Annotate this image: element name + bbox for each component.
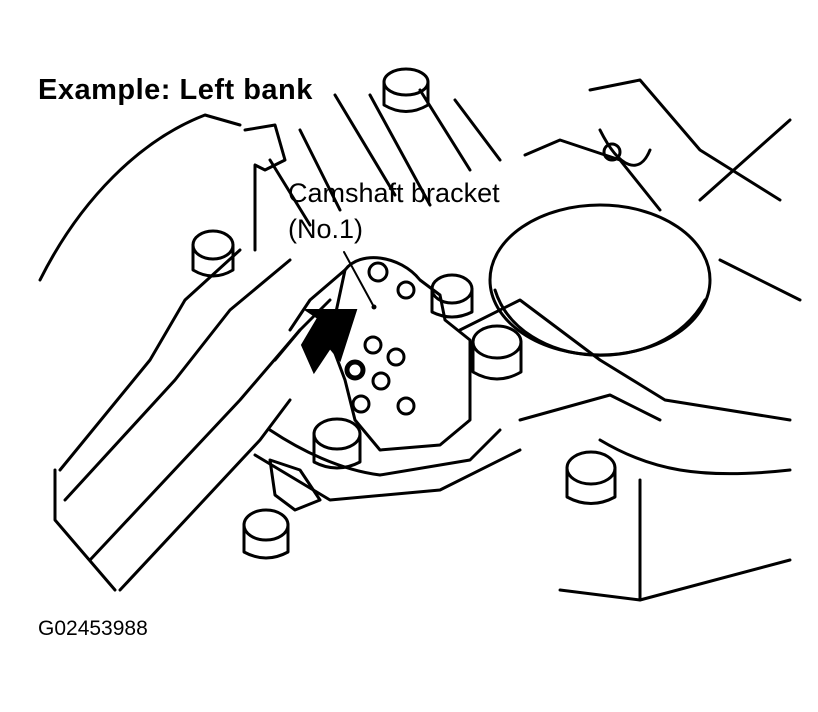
figure-title: Example: Left bank [38, 74, 313, 106]
top-bolt [382, 67, 430, 97]
bolt-lower-3 [242, 508, 290, 542]
valve-cover-right [458, 298, 792, 422]
pointer-arrow [300, 309, 358, 375]
head-gasket-outline [288, 268, 347, 332]
callout-line-2: (No.1) [288, 214, 364, 244]
callout-leader [343, 251, 375, 308]
camshaft-bracket [328, 256, 472, 452]
lower-left-frame [53, 468, 117, 592]
bolt-right-1 [471, 324, 523, 360]
bolt-lower-2 [430, 273, 474, 305]
valve-cover-left-rail-2 [118, 398, 292, 592]
background-rib-5 [298, 128, 342, 212]
cylinder-head-edge-2 [63, 258, 292, 502]
background-rib-1 [333, 93, 397, 197]
background-rib-4 [453, 98, 502, 162]
engine-outline-left [38, 113, 242, 282]
cylinder-head-edge [58, 248, 242, 472]
lower-block [268, 458, 322, 512]
harness-clip [243, 123, 287, 252]
left-bolt [191, 229, 235, 261]
background-rib-6 [268, 158, 312, 227]
callout-line-1: Camshaft bracket [288, 178, 500, 208]
figure-id: G02453988 [38, 617, 148, 640]
target-hole [344, 359, 366, 381]
bolt-right-2 [565, 450, 617, 486]
callout-label: Camshaft bracket (No.1) [288, 175, 500, 247]
background-rib-2 [368, 93, 432, 207]
bolt-lower-1 [312, 417, 362, 451]
